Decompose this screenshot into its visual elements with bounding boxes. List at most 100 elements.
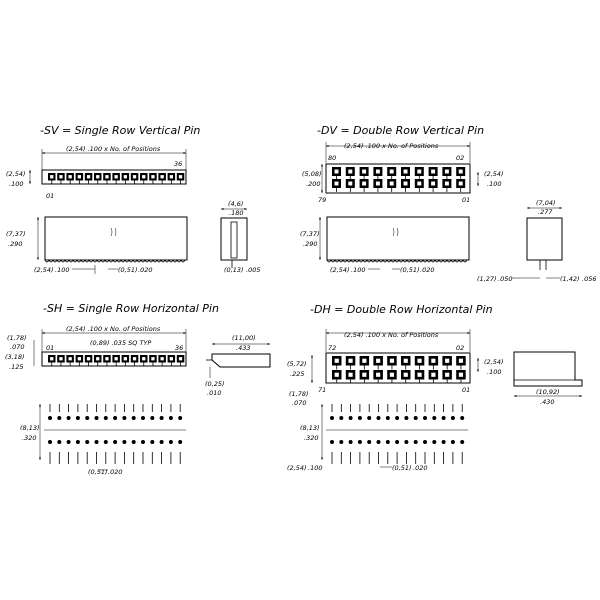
sh-height-in: .320: [22, 434, 36, 442]
dh-last-bottom: 01: [462, 386, 470, 394]
sh-section: -SH = Single Row Horizontal Pin (2,54) .…: [5, 302, 271, 476]
socket-hole: [458, 181, 463, 186]
dv-row-mm: (2,54): [484, 170, 504, 178]
pin-hole: [159, 440, 164, 444]
socket-hole: [59, 175, 63, 179]
dh-sockets: [332, 356, 466, 384]
sh-sockets: [48, 355, 185, 367]
sv-row-in: .100: [9, 180, 23, 188]
socket-hole: [169, 175, 173, 179]
sv-pitch-label: (2,54) .100 x No. of Positions: [66, 145, 161, 153]
dh-title: -DH = Double Row Horizontal Pin: [310, 303, 493, 316]
socket-hole: [169, 357, 173, 361]
socket-hole: [444, 169, 449, 174]
socket-hole: [334, 181, 339, 186]
pin-hole: [441, 440, 446, 444]
sh-top-mm: (1,78): [7, 334, 27, 342]
pin-hole: [404, 440, 409, 444]
pin-hole: [395, 416, 400, 420]
sh-side-pin-mm: (0,25): [205, 380, 225, 388]
socket-hole: [417, 169, 422, 174]
pin-hole: [450, 440, 455, 444]
sh-side-view-body: [211, 353, 271, 368]
pin-hole: [376, 440, 381, 444]
sv-first-pin: 01: [46, 192, 54, 200]
dh-pin-in: .020: [413, 464, 427, 472]
socket-hole: [417, 358, 422, 363]
pin-hole: [85, 440, 90, 444]
socket-hole: [362, 181, 367, 186]
socket-hole: [403, 358, 408, 363]
dh-first-top: 72: [328, 344, 336, 352]
pin-hole: [450, 416, 455, 420]
socket-hole: [160, 175, 164, 179]
dh-height-mm: (8,13): [300, 424, 320, 432]
socket-hole: [403, 169, 408, 174]
dh-side-width-in: .430: [540, 398, 554, 406]
dh-footprint: [326, 404, 469, 464]
sv-title: -SV = Single Row Vertical Pin: [40, 124, 200, 137]
pin-hole: [122, 416, 127, 420]
pin-hole: [122, 440, 127, 444]
dv-pin-mm: (0,51): [400, 266, 420, 274]
socket-hole: [445, 358, 450, 363]
pin-hole: [75, 440, 80, 444]
dv-side-left-mm: (1,27): [477, 275, 497, 283]
socket-hole: [389, 181, 394, 186]
sv-side-width-in: .180: [229, 209, 243, 217]
socket-hole: [458, 358, 464, 363]
sv-height-in: .290: [8, 240, 22, 248]
pin-hole: [113, 440, 118, 444]
dh-side-view-body: [513, 351, 583, 387]
pin-hole: [423, 416, 427, 420]
dh-section: -DH = Double Row Horizontal Pin (2,54) .…: [287, 303, 583, 472]
pin-hole: [367, 416, 372, 420]
pin-hole: [376, 416, 381, 420]
socket-hole: [142, 357, 146, 361]
socket-hole: [362, 169, 367, 174]
pin-hole: [385, 440, 390, 444]
socket-hole: [86, 357, 91, 361]
dv-break-mark: [392, 227, 399, 237]
dh-first-bottom: 71: [318, 386, 326, 394]
pin-hole: [94, 416, 99, 420]
socket-hole: [77, 175, 81, 179]
pin-hole: [131, 416, 136, 420]
pin-hole: [57, 440, 62, 444]
sv-last-pin: 36: [174, 160, 182, 168]
sv-side-pin-mm: (0,13): [224, 266, 244, 274]
pin-hole: [367, 440, 372, 444]
socket-hole: [151, 357, 155, 361]
sh-side-width-mm: (11,00): [232, 334, 256, 342]
pin-hole: [460, 416, 465, 420]
dv-side-width-mm: (7,04): [536, 199, 556, 207]
sv-pin-mm: (0,51): [118, 266, 138, 274]
sv-pitch-mm: (2,54): [34, 266, 54, 274]
dh-side-width-mm: (10,92): [536, 388, 560, 396]
dv-side-view-body: [526, 217, 563, 261]
pin-hole: [168, 416, 173, 420]
socket-hole: [348, 169, 353, 174]
pin-hole: [141, 416, 145, 420]
pin-hole: [94, 440, 99, 444]
sh-base-mm: (3,18): [5, 353, 25, 361]
pin-hole: [57, 416, 62, 420]
pin-hole: [348, 416, 353, 420]
socket-hole: [50, 357, 54, 361]
pin-hole: [441, 416, 446, 420]
sv-pitch-in: .100: [55, 266, 69, 274]
dv-pitch-mm: (2,54): [330, 266, 350, 274]
socket-hole: [403, 372, 408, 377]
socket-hole: [334, 358, 339, 363]
pin-hole: [75, 416, 80, 420]
socket-hole: [142, 175, 146, 179]
socket-hole: [348, 372, 353, 377]
sh-height-mm: (8,13): [20, 424, 40, 432]
socket-hole: [403, 181, 408, 186]
pin-hole: [85, 416, 90, 420]
socket-hole: [96, 175, 100, 179]
pin-hole: [339, 416, 344, 420]
dh-pin-mm: (0,51): [392, 464, 412, 472]
dh-pitch-label: (2,54) .100 x No. of Positions: [344, 331, 439, 339]
